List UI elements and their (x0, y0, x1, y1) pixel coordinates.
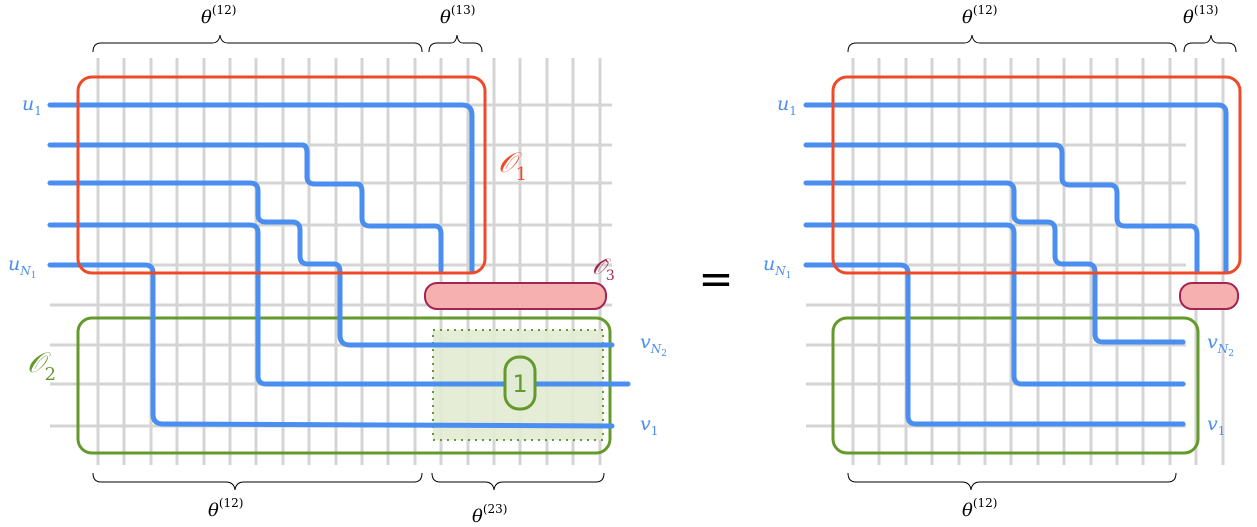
right-o3-box (1179, 282, 1239, 310)
left-label-vN2: vN2 (640, 331, 667, 359)
left-wires (47, 102, 631, 429)
left-wire-4 (47, 222, 631, 387)
left-bracket-bottom-23 (431, 472, 605, 491)
equals-sign: = (698, 254, 733, 303)
right-wire-u1 (803, 102, 1229, 275)
left-panel: θ(12) θ(13) θ(12) θ(23) u1 uN1 vN2 v1 𝒪1… (8, 3, 667, 527)
right-bracket-bottom-12 (847, 472, 1177, 491)
left-wire-uN1 (47, 262, 615, 429)
right-wire-3 (803, 180, 1186, 345)
right-brackets (847, 34, 1237, 491)
left-one-box (503, 355, 537, 411)
right-label-vN2: vN2 (1207, 331, 1234, 359)
right-wire-uN1 (803, 262, 1186, 427)
right-label-u1: u1 (777, 93, 797, 118)
right-wire-4 (803, 222, 1186, 387)
left-label-o2: 𝒪2 (27, 346, 56, 385)
right-panel: θ(12) θ(13) θ(12) u1 uN1 vN2 v1 (763, 3, 1242, 521)
left-label-v1: v1 (640, 413, 658, 438)
left-o3-box (424, 282, 607, 310)
left-wire-3 (47, 180, 615, 348)
left-label-one: 1 (512, 370, 527, 398)
left-bracket-top-13 (428, 34, 483, 53)
left-wire-u1 (47, 102, 475, 273)
right-label-v1: v1 (1207, 413, 1225, 438)
left-theta-bottom-12: θ(12) (208, 496, 243, 521)
left-label-uN1: uN1 (8, 253, 36, 281)
right-o1-box (831, 75, 1242, 275)
right-bracket-top-12 (847, 34, 1177, 53)
left-bracket-bottom-12 (92, 472, 423, 491)
left-label-u1: u1 (22, 93, 42, 118)
right-wires (803, 102, 1229, 427)
right-bracket-top-13 (1183, 34, 1237, 53)
left-o1-box (76, 75, 487, 275)
left-bracket-top-12 (92, 34, 423, 53)
left-label-o1: 𝒪1 (498, 146, 527, 185)
left-label-o3: 𝒪̂3 (592, 255, 615, 284)
left-theta-bottom-23: θ(23) (472, 502, 507, 527)
right-theta-top-13: θ(13) (1183, 3, 1218, 28)
left-theta-top-12: θ(12) (201, 3, 236, 28)
right-theta-bottom-12: θ(12) (962, 496, 997, 521)
left-theta-top-13: θ(13) (440, 3, 475, 28)
right-wire-2 (803, 142, 1200, 275)
left-wire-2 (47, 142, 444, 273)
left-brackets (92, 34, 605, 491)
right-label-uN1: uN1 (763, 253, 791, 281)
right-theta-top-12: θ(12) (962, 3, 997, 28)
